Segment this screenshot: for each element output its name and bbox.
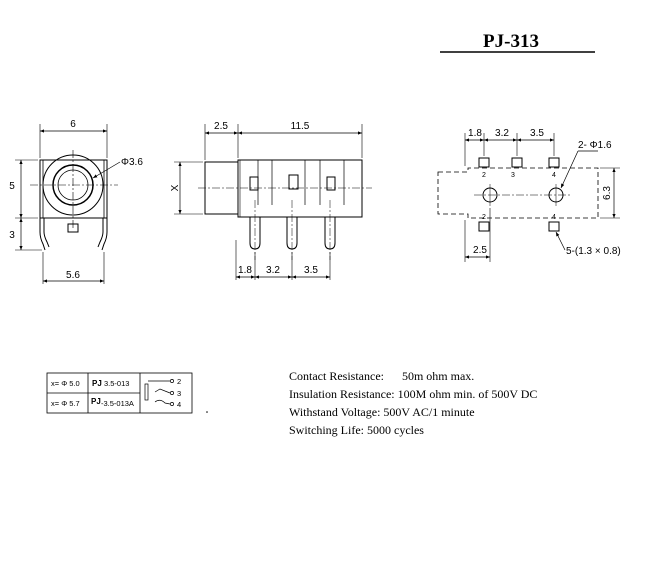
variant-row-1-prefix: PJ (92, 379, 102, 388)
front-view-dimensions: 6 Φ3.6 5 3 5.6 (9, 119, 143, 281)
title-block: PJ-313 (440, 31, 595, 53)
variant-row-2-suffix: -3.5-013A (101, 399, 134, 408)
footprint-dimensions: 1.8 3.2 3.5 2- Φ1.6 6.3 2.5 5-(1.3 × 0.8… (468, 128, 621, 257)
dim-fp-pitch-1: 1.8 (468, 128, 482, 139)
dim-side-pitch-1: 1.8 (238, 265, 252, 276)
dim-front-width-top: 6 (70, 119, 76, 130)
specifications: Contact Resistance: 50m ohm max. Insulat… (289, 369, 537, 437)
pad-label-4-bottom: 4 (552, 214, 556, 221)
dim-side-height-x: X (170, 184, 181, 191)
spec-switching-life: Switching Life: 5000 cycles (289, 423, 424, 437)
side-view-dimensions: 2.5 11.5 X 1.8 3.2 3.5 (170, 121, 318, 276)
dim-front-height-lower: 3 (9, 230, 15, 241)
pad-2-bottom (478, 221, 490, 232)
dim-front-width-bottom: 5.6 (66, 270, 80, 281)
dim-fp-pitch-2: 3.2 (495, 128, 509, 139)
front-view (15, 124, 121, 284)
dim-side-front-offset: 2.5 (214, 121, 228, 132)
schematic-pin-3: 3 (177, 389, 181, 398)
dim-fp-pitch-3: 3.5 (530, 128, 544, 139)
pad-4-top (548, 157, 560, 168)
variant-row-1-suffix: 3.5-013 (104, 379, 129, 388)
variant-table-text: x= Φ 5.0 PJ 3.5-013 x= Φ 5.7 PJ -3.5-013… (51, 377, 181, 409)
side-view-body (237, 159, 363, 218)
side-view (174, 124, 372, 280)
pad-label-3-top: 3 (511, 172, 515, 179)
dim-hole-diameter: Φ3.6 (121, 157, 143, 168)
spec-contact-resistance: Contact Resistance: 50m ohm max. (289, 369, 474, 383)
dim-fp-bottom-offset: 2.5 (473, 245, 487, 256)
schematic-pin-2: 2 (177, 377, 181, 386)
pad-2-top (478, 157, 490, 168)
spec-withstand-voltage: Withstand Voltage: 500V AC/1 minute (289, 405, 475, 419)
schematic-pin-4: 4 (177, 400, 181, 409)
variant-row-2-prefix: PJ (91, 397, 101, 406)
variant-row-1-x: x= Φ 5.0 (51, 379, 80, 388)
spec-insulation-resistance: Insulation Resistance: 100M ohm min. of … (289, 387, 537, 401)
dim-side-pitch-2: 3.2 (266, 265, 280, 276)
dim-side-pitch-3: 3.5 (304, 265, 318, 276)
footprint-view (437, 133, 620, 262)
pad-4-bottom (548, 221, 560, 232)
front-view-body (39, 159, 108, 219)
pad-label-2-bottom: 2 (482, 214, 486, 221)
pad-3-top (511, 157, 523, 168)
dim-front-height-upper: 5 (9, 181, 15, 192)
variant-table (46, 372, 193, 414)
pad-label-2-top: 2 (482, 172, 486, 179)
dim-fp-pad-label: 5-(1.3 × 0.8) (566, 246, 621, 257)
drawing-title: PJ-313 (483, 31, 539, 52)
footprint-outline (437, 167, 599, 219)
pad-label-4-top: 4 (552, 172, 556, 179)
dim-side-body-length: 11.5 (291, 121, 310, 132)
variant-row-2-x: x= Φ 5.7 (51, 399, 80, 408)
dim-fp-height: 6.3 (602, 186, 613, 200)
dim-fp-hole-label: 2- Φ1.6 (578, 140, 612, 151)
